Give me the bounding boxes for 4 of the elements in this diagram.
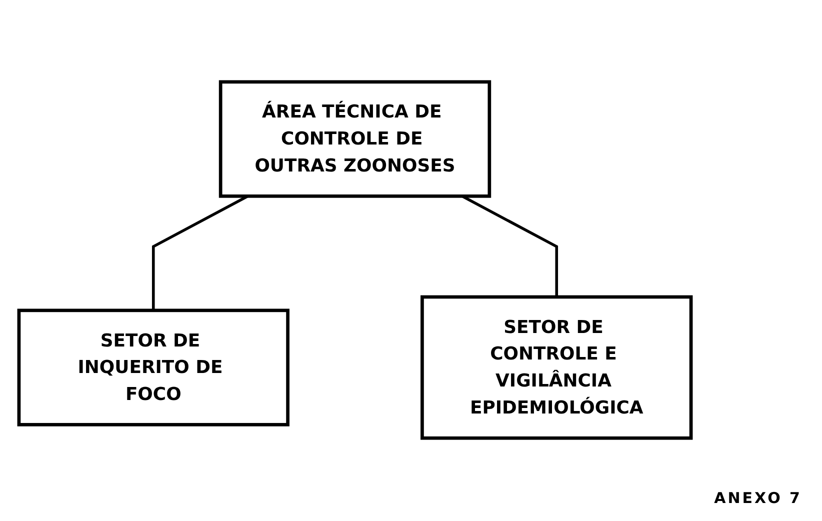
node-box: ÁREA TÉCNICA DE CONTROLE DE OUTRAS ZOONOSES <box>218 80 492 198</box>
node-box: SETOR DE INQUERITO DE FOCO <box>17 308 290 426</box>
node-box: SETOR DE CONTROLE E VIGILÂNCIA EPIDEMIOLÓGICA <box>420 295 693 440</box>
annex-label: ANEXO 7 <box>714 489 802 507</box>
